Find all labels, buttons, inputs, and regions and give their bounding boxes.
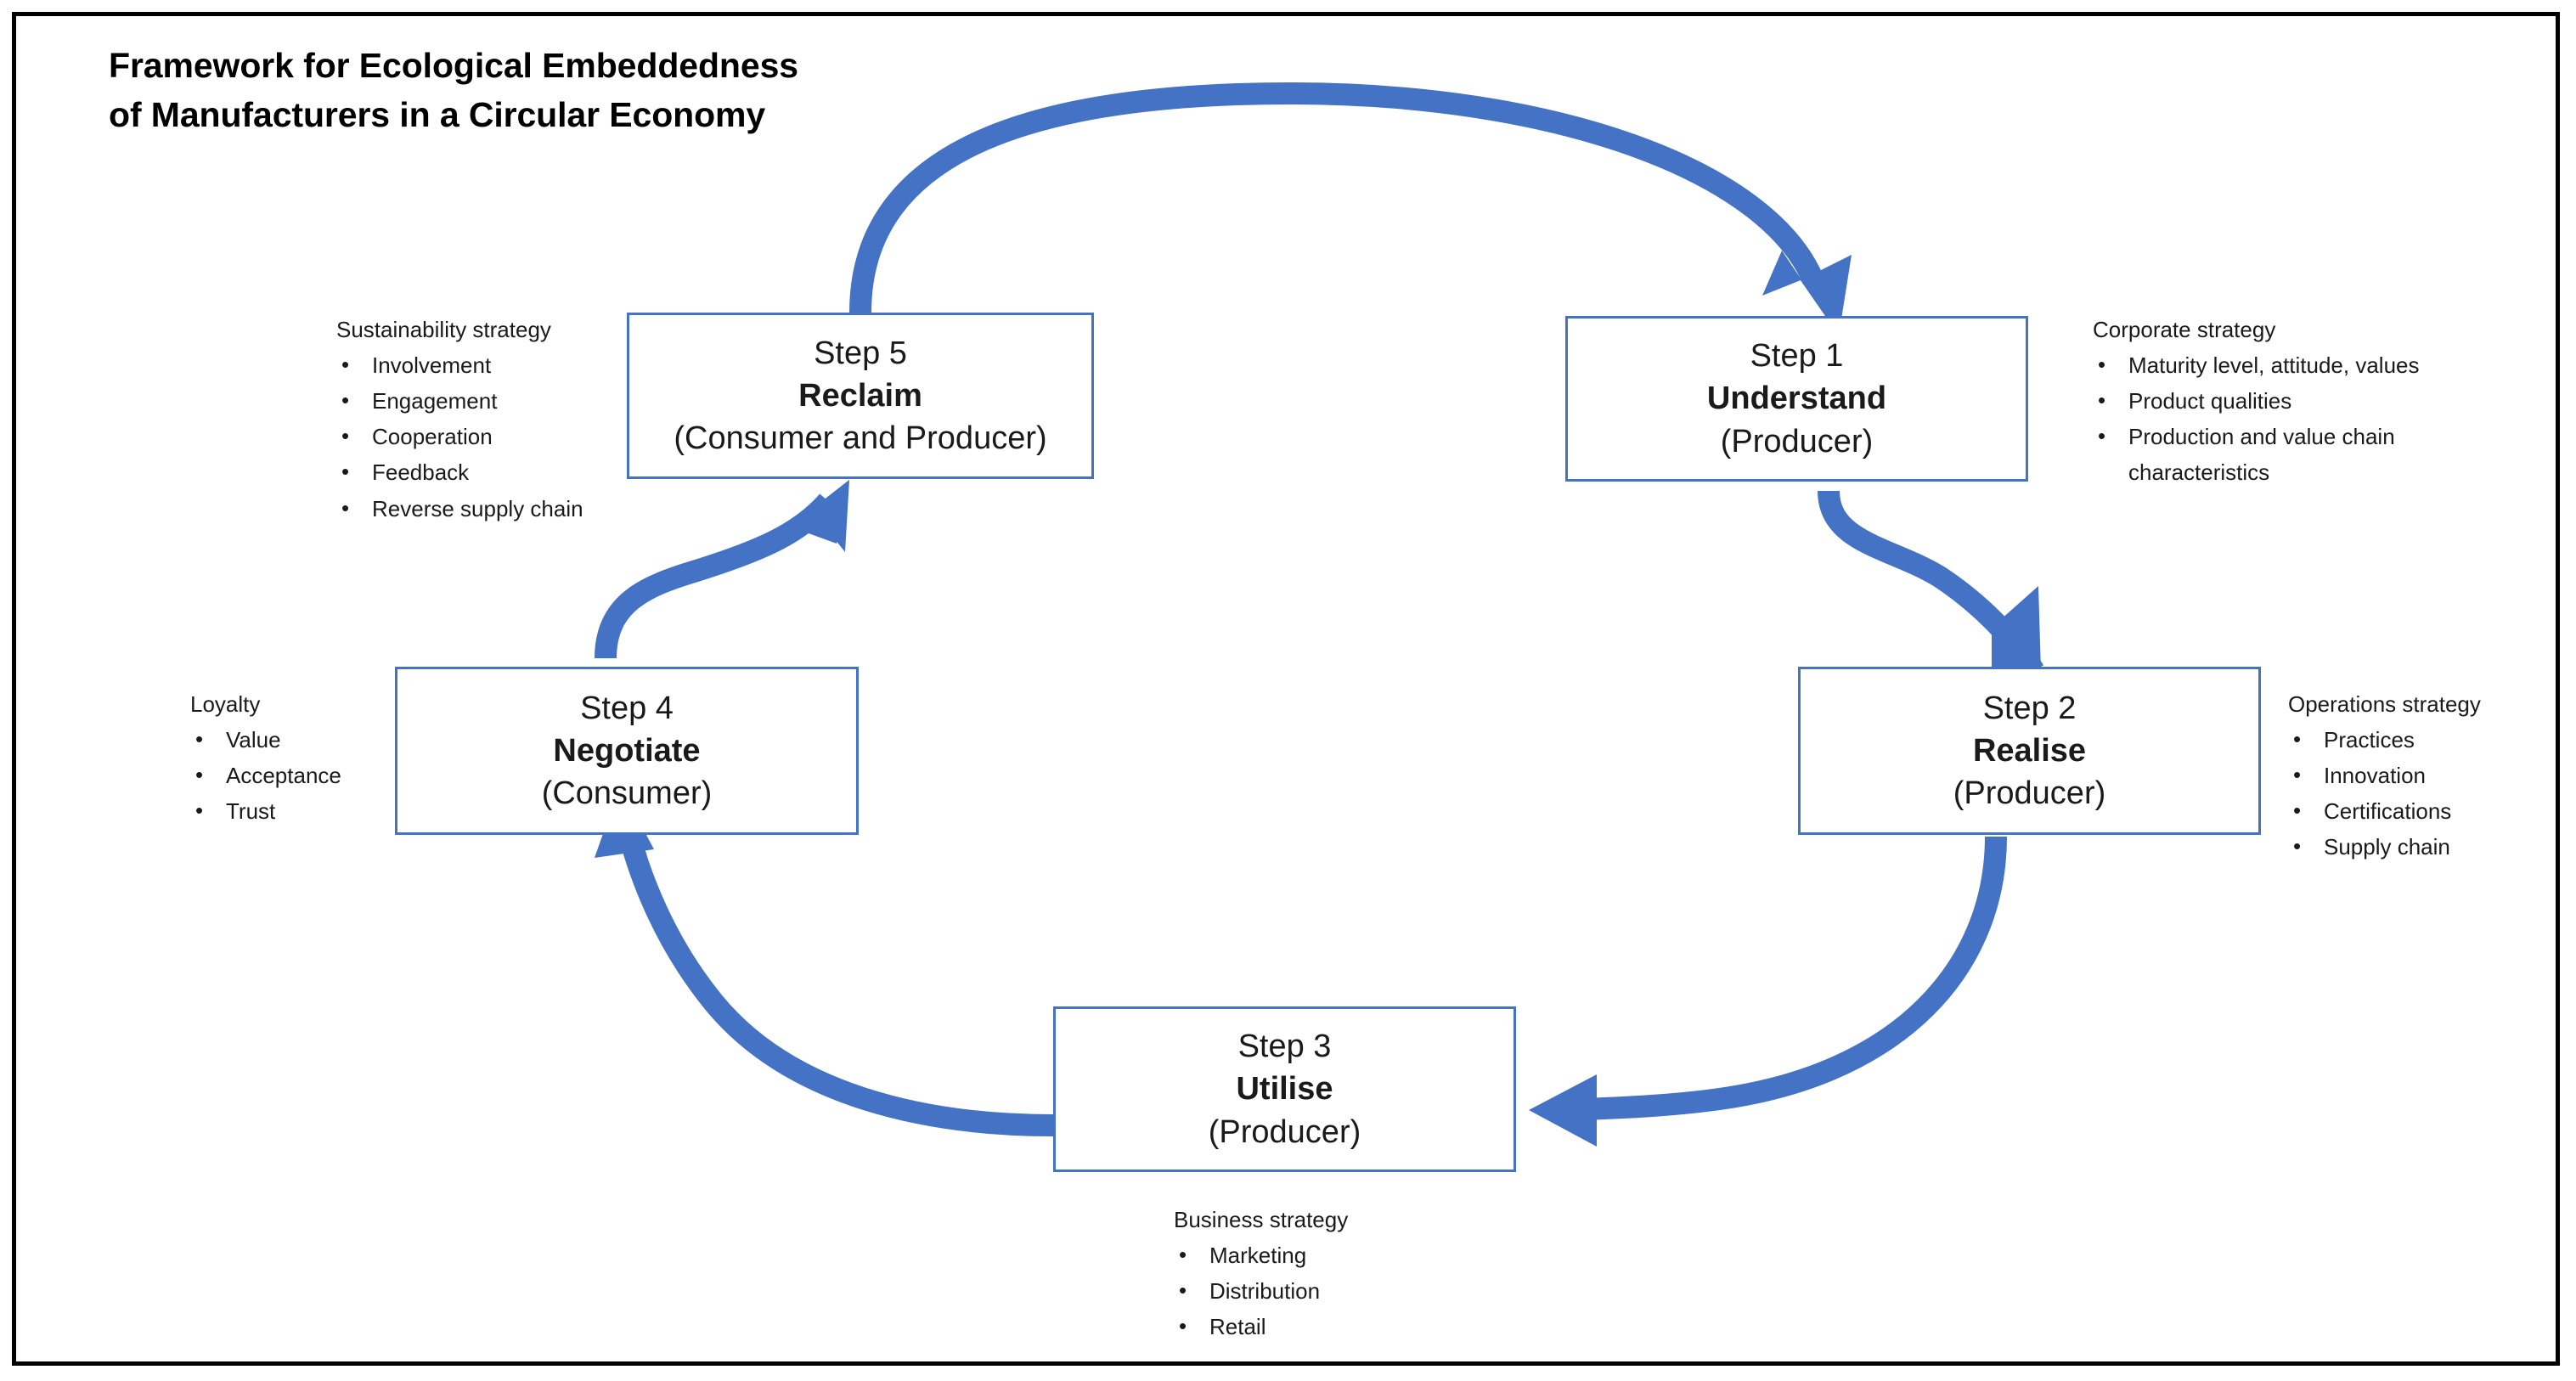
list-item: Supply chain bbox=[2288, 828, 2568, 865]
list-item: Practices bbox=[2288, 721, 2568, 758]
list-item: Innovation bbox=[2288, 757, 2568, 793]
step-box-step2[interactable]: Step 2 Realise (Producer) bbox=[1798, 667, 2261, 835]
list-item: Value bbox=[190, 721, 411, 758]
operations-heading: Operations strategy bbox=[2288, 691, 2481, 717]
step4-name: Negotiate bbox=[553, 732, 701, 769]
annotation-corporate-strategy: Corporate strategy Maturity level, attit… bbox=[2093, 312, 2466, 491]
list-item: Reverse supply chain bbox=[336, 490, 625, 527]
step-box-step5[interactable]: Step 5 Reclaim (Consumer and Producer) bbox=[627, 313, 1094, 479]
step5-actor: (Consumer and Producer) bbox=[674, 420, 1047, 457]
step-box-step3[interactable]: Step 3 Utilise (Producer) bbox=[1053, 1006, 1516, 1172]
corporate-heading: Corporate strategy bbox=[2093, 317, 2276, 342]
list-item: Production and value chain characteristi… bbox=[2093, 418, 2466, 490]
list-item: Maturity level, attitude, values bbox=[2093, 347, 2466, 383]
list-item: Acceptance bbox=[190, 757, 411, 793]
operations-list: Practices Innovation Certifications Supp… bbox=[2288, 721, 2568, 865]
list-item: Distribution bbox=[1174, 1272, 1454, 1309]
step1-actor: (Producer) bbox=[1720, 423, 1874, 459]
list-item: Feedback bbox=[336, 454, 625, 490]
arrow-step4-to-step5 bbox=[595, 480, 849, 659]
business-list: Marketing Distribution Retail bbox=[1174, 1237, 1454, 1344]
annotation-operations-strategy: Operations strategy Practices Innovation… bbox=[2288, 686, 2568, 865]
sustainability-heading: Sustainability strategy bbox=[336, 317, 551, 342]
sustainability-list: Involvement Engagement Cooperation Feedb… bbox=[336, 347, 625, 527]
arrow-step5-to-step1 bbox=[849, 82, 1852, 335]
step2-name: Realise bbox=[1972, 732, 2087, 769]
step3-name: Utilise bbox=[1236, 1071, 1333, 1108]
list-item: Certifications bbox=[2288, 792, 2568, 829]
list-item: Involvement bbox=[336, 347, 625, 383]
loyalty-heading: Loyalty bbox=[190, 691, 261, 717]
annotation-business-strategy: Business strategy Marketing Distribution… bbox=[1174, 1202, 1454, 1344]
list-item: Retail bbox=[1174, 1308, 1454, 1344]
list-item: Engagement bbox=[336, 382, 625, 419]
annotation-loyalty: Loyalty Value Acceptance Trust bbox=[190, 686, 411, 829]
step1-number: Step 1 bbox=[1750, 338, 1844, 375]
step3-actor: (Producer) bbox=[1208, 1113, 1361, 1150]
outer-frame bbox=[12, 12, 2560, 1366]
list-item: Trust bbox=[190, 792, 411, 829]
step5-name: Reclaim bbox=[798, 377, 922, 414]
step5-number: Step 5 bbox=[814, 335, 907, 371]
arrow-step2-to-step3 bbox=[1529, 836, 2007, 1147]
loyalty-list: Value Acceptance Trust bbox=[190, 721, 411, 829]
corporate-list: Maturity level, attitude, values Product… bbox=[2093, 347, 2466, 490]
list-item: Marketing bbox=[1174, 1237, 1454, 1273]
step-box-step1[interactable]: Step 1 Understand (Producer) bbox=[1565, 316, 2028, 482]
step3-number: Step 3 bbox=[1237, 1029, 1332, 1065]
arrow-step3-to-step4 bbox=[595, 786, 1054, 1136]
step2-number: Step 2 bbox=[1982, 690, 2077, 726]
step-box-step4[interactable]: Step 4 Negotiate (Consumer) bbox=[395, 667, 859, 835]
step2-actor: (Producer) bbox=[1953, 775, 2106, 812]
annotation-sustainability-strategy: Sustainability strategy Involvement Enga… bbox=[336, 312, 625, 527]
step4-actor: (Consumer) bbox=[541, 775, 713, 812]
arrow-step1-to-step2 bbox=[1818, 490, 2044, 677]
step1-name: Understand bbox=[1706, 380, 1887, 417]
business-heading: Business strategy bbox=[1174, 1207, 1349, 1232]
step4-number: Step 4 bbox=[580, 690, 674, 726]
page-title: Framework for Ecological Embeddedness of… bbox=[109, 46, 798, 135]
list-item: Product qualities bbox=[2093, 382, 2466, 419]
list-item: Cooperation bbox=[336, 418, 625, 454]
